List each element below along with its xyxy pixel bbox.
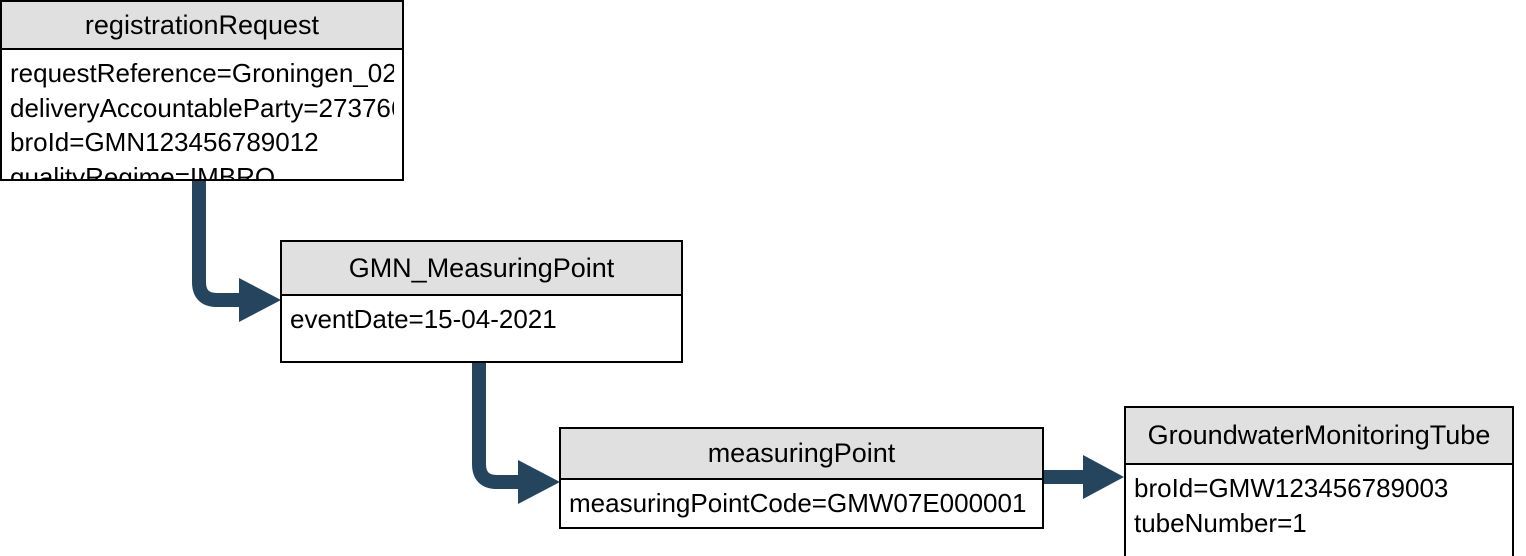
node-attributes-measuring-point: measuringPointCode=GMW07E000001 <box>561 480 1042 521</box>
node-title-registration-request: registrationRequest <box>2 2 402 50</box>
attribute-row: tubeNumber=1 <box>1134 507 1307 538</box>
node-title-groundwater-monitoring-tube: GroundwaterMonitoringTube <box>1126 408 1512 465</box>
attribute-row: measuringPointCode=GMW07E000001 <box>569 488 1027 518</box>
node-attributes-groundwater-monitoring-tube: broId=GMW123456789003 tubeNumber=1 <box>1126 465 1512 540</box>
connector-measuring-point-to-groundwater-monitoring-tube <box>1044 455 1124 499</box>
node-measuring-point[interactable]: measuringPoint measuringPointCode=GMW07E… <box>559 427 1044 529</box>
node-registration-request[interactable]: registrationRequest requestReference=Gro… <box>0 0 404 181</box>
node-attributes-gmn-measuring-point: eventDate=15-04-2021 <box>282 296 681 337</box>
node-gmn-measuring-point[interactable]: GMN_MeasuringPoint eventDate=15-04-2021 <box>280 240 683 363</box>
attribute-row: eventDate=15-04-2021 <box>290 304 557 334</box>
node-title-gmn-measuring-point: GMN_MeasuringPoint <box>282 242 681 296</box>
attribute-row: requestReference=Groningen_02 <box>10 58 394 88</box>
node-title-measuring-point: measuringPoint <box>561 429 1042 480</box>
connector-registration-request-to-gmn-measuring-point <box>192 181 281 322</box>
connector-gmn-measuring-point-to-measuring-point <box>472 363 560 504</box>
node-groundwater-monitoring-tube[interactable]: GroundwaterMonitoringTube broId=GMW12345… <box>1124 406 1514 556</box>
attribute-row: qualityRegime=IMBRO <box>10 161 276 181</box>
attribute-row: broId=GMW123456789003 <box>1134 473 1449 503</box>
node-attributes-registration-request: requestReference=Groningen_02 deliveryAc… <box>2 50 402 181</box>
attribute-row: deliveryAccountableParty=27376655 <box>10 92 394 123</box>
attribute-row: broId=GMN123456789012 <box>10 127 319 158</box>
